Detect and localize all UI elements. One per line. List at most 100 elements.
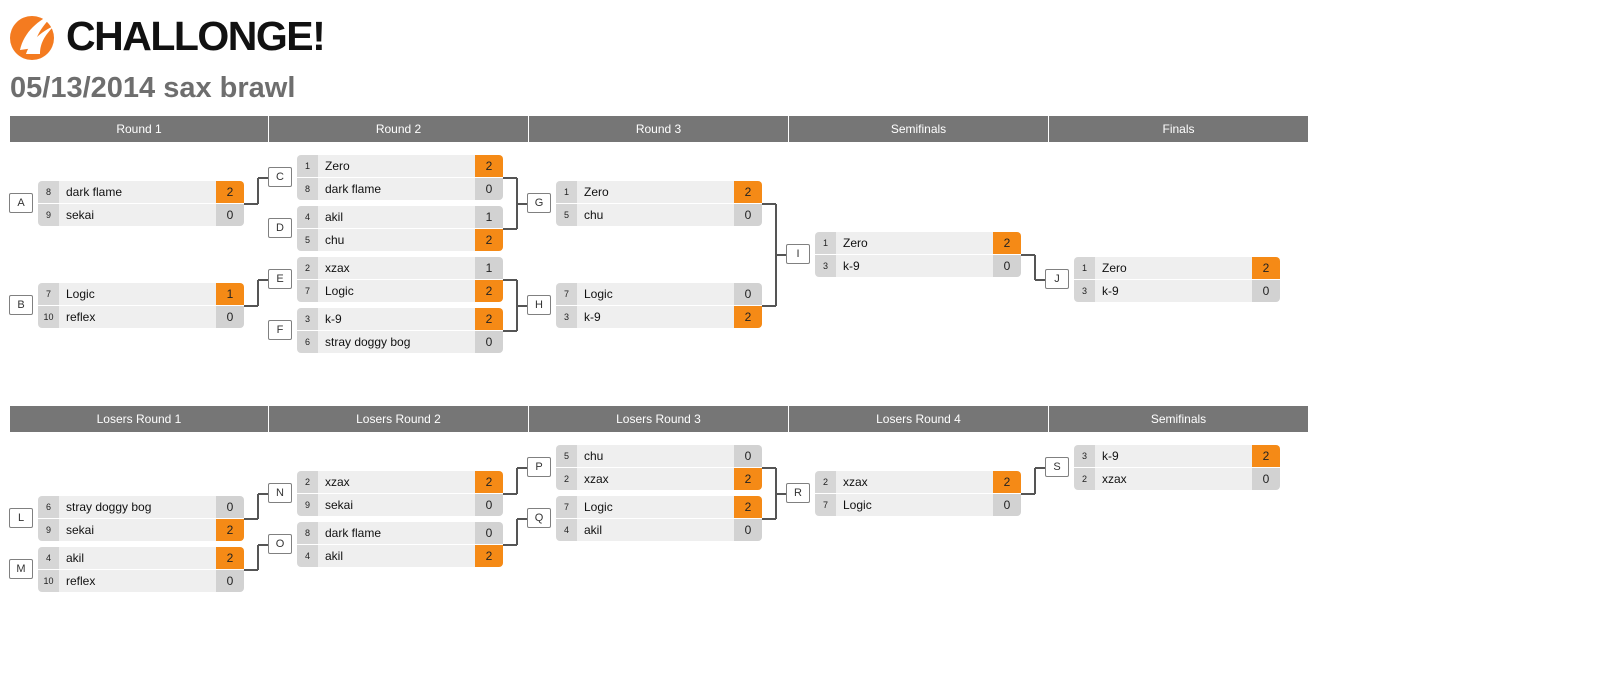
participant-name[interactable]: chu — [577, 204, 734, 226]
participant-name[interactable]: akil — [59, 547, 216, 569]
participant-name[interactable]: k-9 — [318, 308, 475, 330]
match-id-badge[interactable]: B — [9, 295, 33, 315]
challonge-logo[interactable]: CHALLONGE! — [10, 10, 326, 62]
participant-name[interactable]: xzax — [318, 471, 475, 493]
participant-name[interactable]: Logic — [318, 280, 475, 302]
match-id-badge[interactable]: S — [1045, 457, 1069, 477]
participant-name[interactable]: akil — [318, 545, 475, 567]
participant-name[interactable]: xzax — [577, 468, 734, 490]
match-id-badge[interactable]: D — [268, 218, 292, 238]
participant-name[interactable]: k-9 — [1095, 280, 1252, 302]
match-id-badge[interactable]: I — [786, 244, 810, 264]
participant-name[interactable]: Logic — [836, 494, 993, 516]
match-id-badge[interactable]: P — [527, 457, 551, 477]
participant-name[interactable]: k-9 — [1095, 445, 1252, 467]
participant-name[interactable]: stray doggy bog — [318, 331, 475, 353]
participant-name[interactable]: Logic — [577, 496, 734, 518]
match-id-badge[interactable]: R — [786, 483, 810, 503]
match-id-badge[interactable]: J — [1045, 269, 1069, 289]
match-id-badge[interactable]: F — [268, 320, 292, 340]
participant-name[interactable]: Zero — [318, 155, 475, 177]
participant-name[interactable]: dark flame — [318, 522, 475, 544]
participant-name[interactable]: stray doggy bog — [59, 496, 216, 518]
participant-name[interactable]: sekai — [59, 519, 216, 541]
match-id-badge[interactable]: N — [268, 483, 292, 503]
match-id-badge[interactable]: O — [268, 534, 292, 554]
match-id-badge[interactable]: M — [9, 559, 33, 579]
participant-name[interactable]: reflex — [59, 306, 216, 328]
participant-name[interactable]: Logic — [59, 283, 216, 305]
participant-name[interactable]: Zero — [1095, 257, 1252, 279]
participant-name[interactable]: Zero — [836, 232, 993, 254]
match-id-badge[interactable]: L — [9, 508, 33, 528]
participant-name[interactable]: chu — [577, 445, 734, 467]
participant-name[interactable]: reflex — [59, 570, 216, 592]
participant-name[interactable]: Logic — [577, 283, 734, 305]
match-id-badge[interactable]: C — [268, 167, 292, 187]
participant-name[interactable]: akil — [318, 206, 475, 228]
participant-name[interactable]: akil — [577, 519, 734, 541]
participant-name[interactable]: xzax — [1095, 468, 1252, 490]
participant-name[interactable]: dark flame — [59, 181, 216, 203]
participant-name[interactable]: k-9 — [836, 255, 993, 277]
participant-name[interactable]: xzax — [318, 257, 475, 279]
participant-name[interactable]: k-9 — [577, 306, 734, 328]
participant-name[interactable]: Zero — [577, 181, 734, 203]
participant-name[interactable]: chu — [318, 229, 475, 251]
participant-name[interactable]: sekai — [318, 494, 475, 516]
participant-name[interactable]: xzax — [836, 471, 993, 493]
participant-name[interactable]: dark flame — [318, 178, 475, 200]
